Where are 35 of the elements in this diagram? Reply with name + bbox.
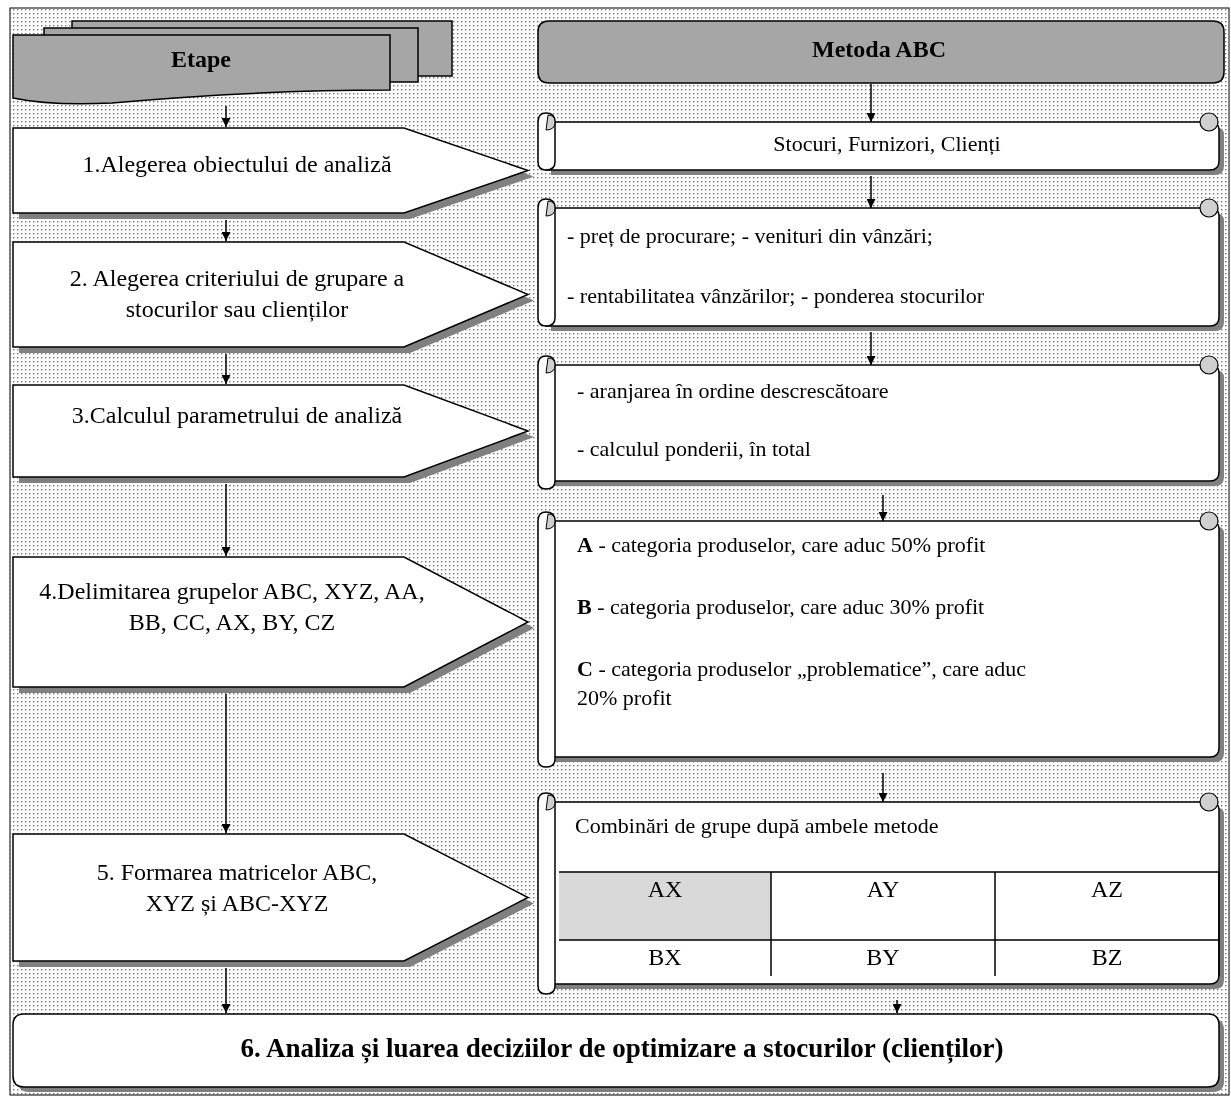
table-cell-text: BX [647, 944, 683, 971]
node-text: 6. Analiza și luarea deciziilor de optimizare a stocurilor (clienților) [239, 1032, 1005, 1066]
arrow [866, 175, 876, 209]
node-text: 1.Alegerea obiectului de analiză [81, 150, 393, 179]
node-text: B - categoria produselor, care aduc 30% profit [577, 593, 986, 621]
heading-text: Etape [170, 45, 232, 74]
heading-text: Metoda ABC [811, 35, 947, 64]
arrow [221, 967, 231, 1014]
node-text: - preț de procurare; - venituri din vânzări; [567, 222, 934, 250]
arrow [221, 105, 231, 128]
arrow [878, 772, 888, 803]
arrow [866, 331, 876, 366]
node-text: 3.Calculul parametrului de analiză [70, 401, 404, 430]
node-text: Combinări de grupe după ambele metode [575, 812, 940, 840]
arrow [866, 83, 876, 123]
arrow [892, 999, 902, 1014]
arrow [221, 353, 231, 385]
table-cell-text: BY [865, 944, 901, 971]
table-cell-text: AZ [1090, 876, 1124, 903]
arrow [221, 483, 231, 557]
node-text: - calculul ponderii, în total [577, 435, 812, 463]
arrow [221, 219, 231, 242]
node-text: - aranjarea în ordine descrescătoare [577, 377, 890, 405]
node-text: - rentabilitatea vânzărilor; - ponderea stocurilor [567, 282, 986, 310]
arrow [878, 494, 888, 522]
node-text: A - categoria produselor, care aduc 50% profit [577, 531, 987, 559]
node-text: 5. Formarea matricelor ABC, XYZ și ABC-XYZ [95, 858, 379, 919]
node-text: Stocuri, Furnizori, Clienți [772, 130, 1002, 158]
table-cell-text: AY [865, 876, 901, 903]
node-text: 2. Alegerea criteriului de grupare a stocurilor sau clienților [68, 264, 406, 325]
node-text: 4.Delimitarea grupelor ABC, XYZ, AA, BB, CC, AX, BY, CZ [38, 577, 426, 638]
arrow [221, 693, 231, 834]
node-text: C - categoria produselor „problematice”, care aduc 20% profit [577, 655, 1027, 712]
table-cell-text: BZ [1090, 944, 1124, 971]
table-cell-text: AX [646, 876, 684, 903]
